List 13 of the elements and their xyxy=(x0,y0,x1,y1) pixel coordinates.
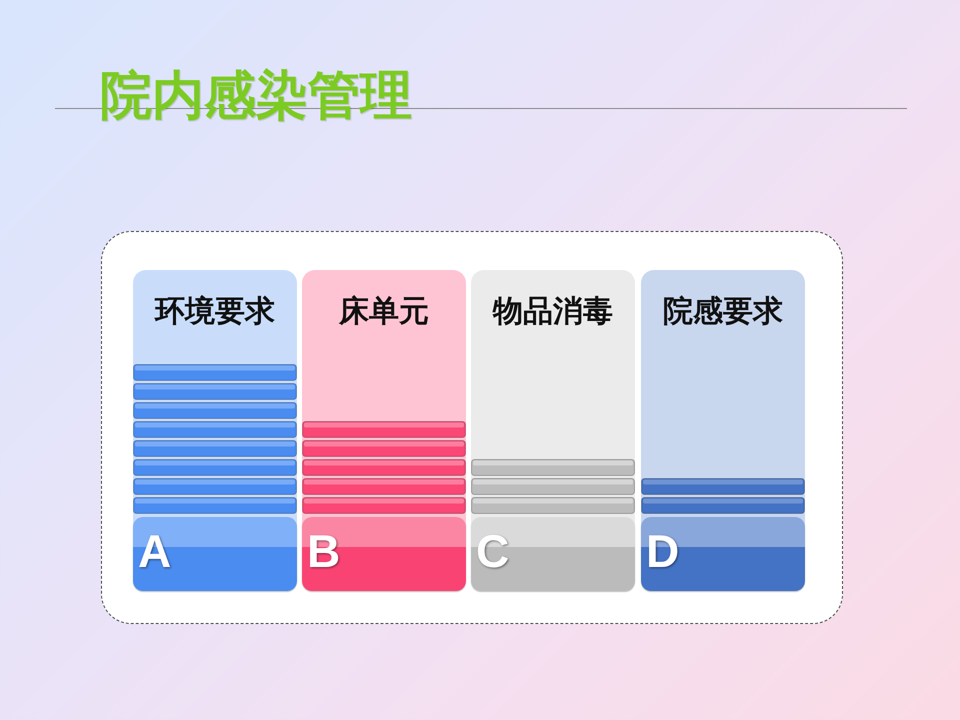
letter-tab: A xyxy=(133,517,297,591)
column-heading: 物品消毒 xyxy=(492,295,614,329)
title: 院内感染管理 xyxy=(100,66,412,126)
letter-tab: C xyxy=(471,517,635,591)
column-heading: 环境要求 xyxy=(153,295,276,329)
column-card xyxy=(641,270,805,591)
letter-tab: B xyxy=(302,517,466,591)
letter-tab: D xyxy=(641,517,805,591)
dashed-panel xyxy=(101,231,843,624)
column-card xyxy=(302,270,466,591)
column-card xyxy=(471,270,635,591)
column-heading: 床单元 xyxy=(338,295,430,329)
column-heading: 院感要求 xyxy=(662,295,784,329)
